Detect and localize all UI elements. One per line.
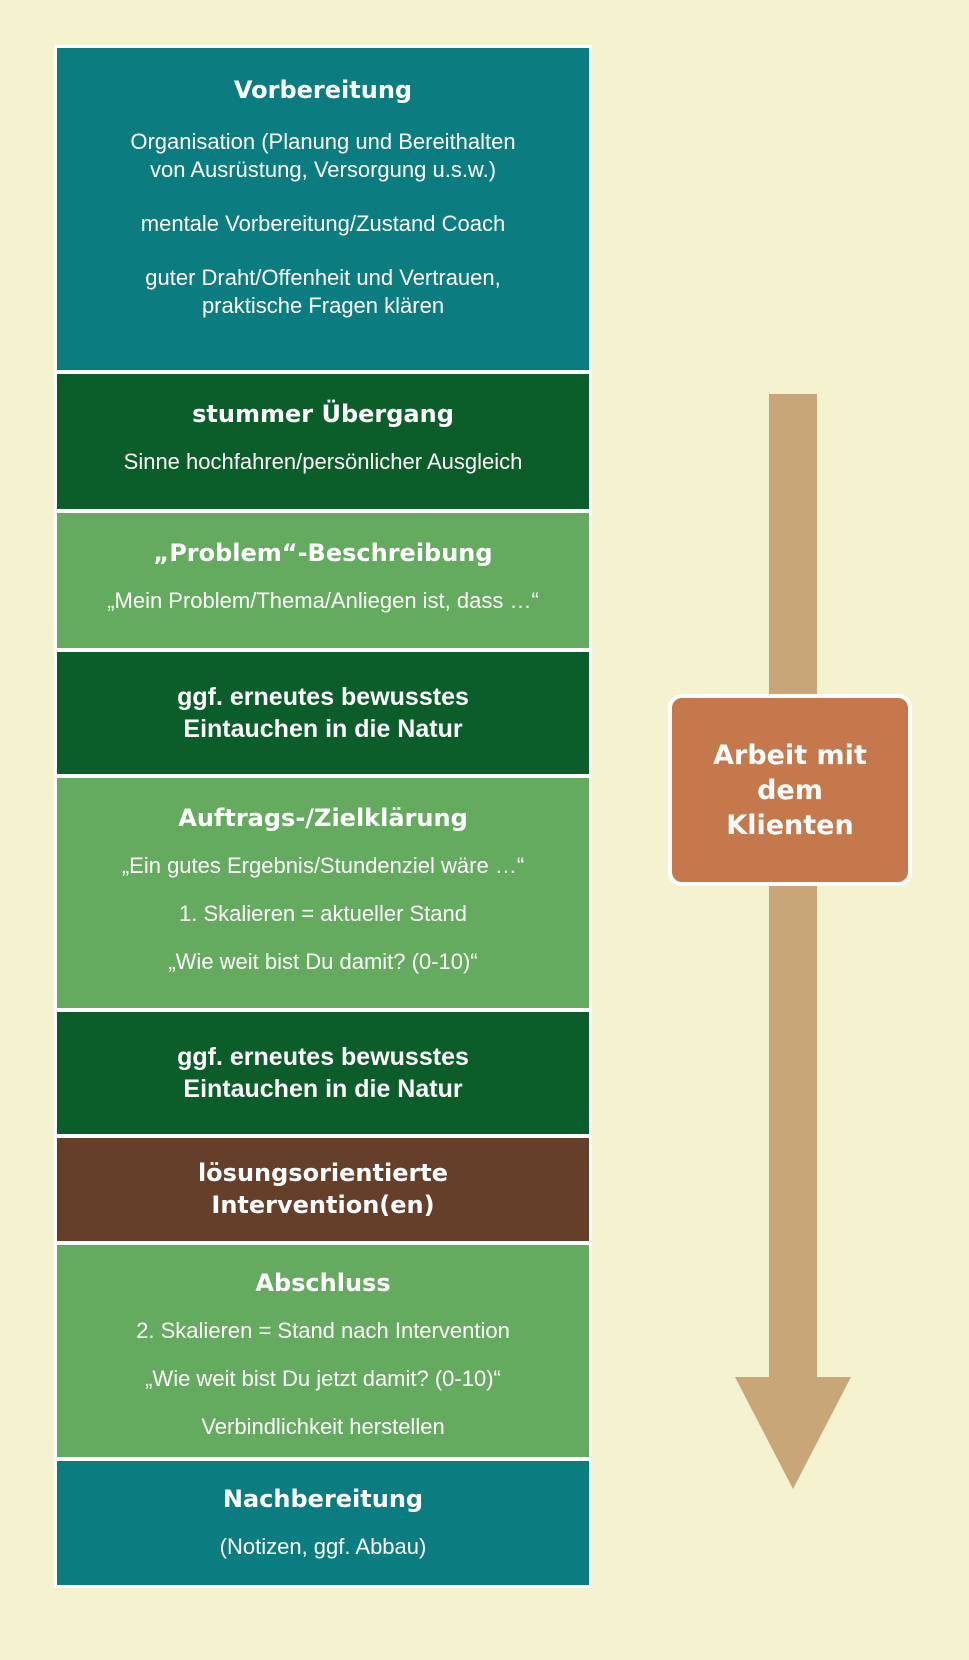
arrow-label: Arbeit mit dem Klienten [713,739,867,841]
block-line: Verbindlichkeit herstellen [201,1414,445,1439]
block-line: (Notizen, ggf. Abbau) [219,1534,427,1559]
block-intervention: lösungsorientierte Intervention(en) [57,1138,589,1245]
process-stack: Vorbereitung Organisation (Planung und B… [54,45,592,1588]
block-line: mentale Vorbereitung/Zustand Coach [140,211,506,236]
block-title: Eintauchen in die Natur [183,1075,463,1103]
arrow-head [735,1377,851,1489]
block-line: Sinne hochfahren/persönlicher Ausgleich [123,449,523,474]
block-line: „Wie weit bist Du jetzt damit? (0-10)“ [145,1366,501,1391]
block-title: lösungsorientierte [197,1159,449,1187]
block-nachbereitung: Nachbereitung (Notizen, ggf. Abbau) [57,1461,589,1585]
block-title: Nachbereitung [222,1485,424,1513]
block-line: 2. Skalieren = Stand nach Intervention [136,1318,510,1343]
block-title: Auftrags-/Zielklärung [178,804,468,832]
block-title: „Problem“-Beschreibung [153,539,493,567]
block-line: guter Draht/Offenheit und Vertrauen, [145,265,501,290]
block-line: praktische Fragen klären [201,293,445,318]
block-line: „Mein Problem/Thema/Anliegen ist, dass …… [107,588,539,613]
block-stummer-uebergang: stummer Übergang Sinne hochfahren/persön… [57,374,589,513]
block-title: Abschluss [255,1269,391,1297]
arrow-shaft [769,394,817,1379]
block-problem-beschreibung: „Problem“-Beschreibung „Mein Problem/The… [57,513,589,652]
block-line: von Ausrüstung, Versorgung u.s.w.) [149,157,497,182]
block-eintauchen-natur-1: ggf. erneutes bewusstes Eintauchen in di… [57,652,589,778]
block-title: ggf. erneutes bewusstes [177,1043,469,1071]
block-title: ggf. erneutes bewusstes [177,683,469,711]
block-auftragsklaerung: Auftrags-/Zielklärung „Ein gutes Ergebni… [57,778,589,1012]
block-title: Intervention(en) [211,1191,435,1219]
block-title: stummer Übergang [192,400,454,428]
block-line: „Wie weit bist Du damit? (0-10)“ [168,949,478,974]
block-title: Eintauchen in die Natur [183,715,463,743]
arrow-label-box: Arbeit mit dem Klienten [668,694,912,886]
block-line: 1. Skalieren = aktueller Stand [178,901,467,926]
block-vorbereitung: Vorbereitung Organisation (Planung und B… [57,48,589,374]
block-eintauchen-natur-2: ggf. erneutes bewusstes Eintauchen in di… [57,1012,589,1138]
block-title: Vorbereitung [233,76,413,104]
block-line: „Ein gutes Ergebnis/Stundenziel wäre …“ [121,853,525,878]
block-line: Organisation (Planung und Bereithalten [130,129,516,154]
block-abschluss: Abschluss 2. Skalieren = Stand nach Inte… [57,1245,589,1461]
